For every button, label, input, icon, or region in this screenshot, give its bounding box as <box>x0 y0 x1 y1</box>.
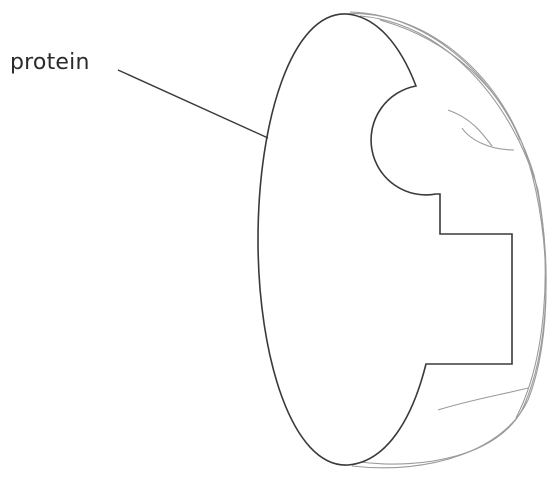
protein-label: protein <box>10 52 90 74</box>
protein-back-surface <box>344 12 546 468</box>
label-leader-line <box>118 70 268 138</box>
protein-front-outline <box>258 14 512 465</box>
